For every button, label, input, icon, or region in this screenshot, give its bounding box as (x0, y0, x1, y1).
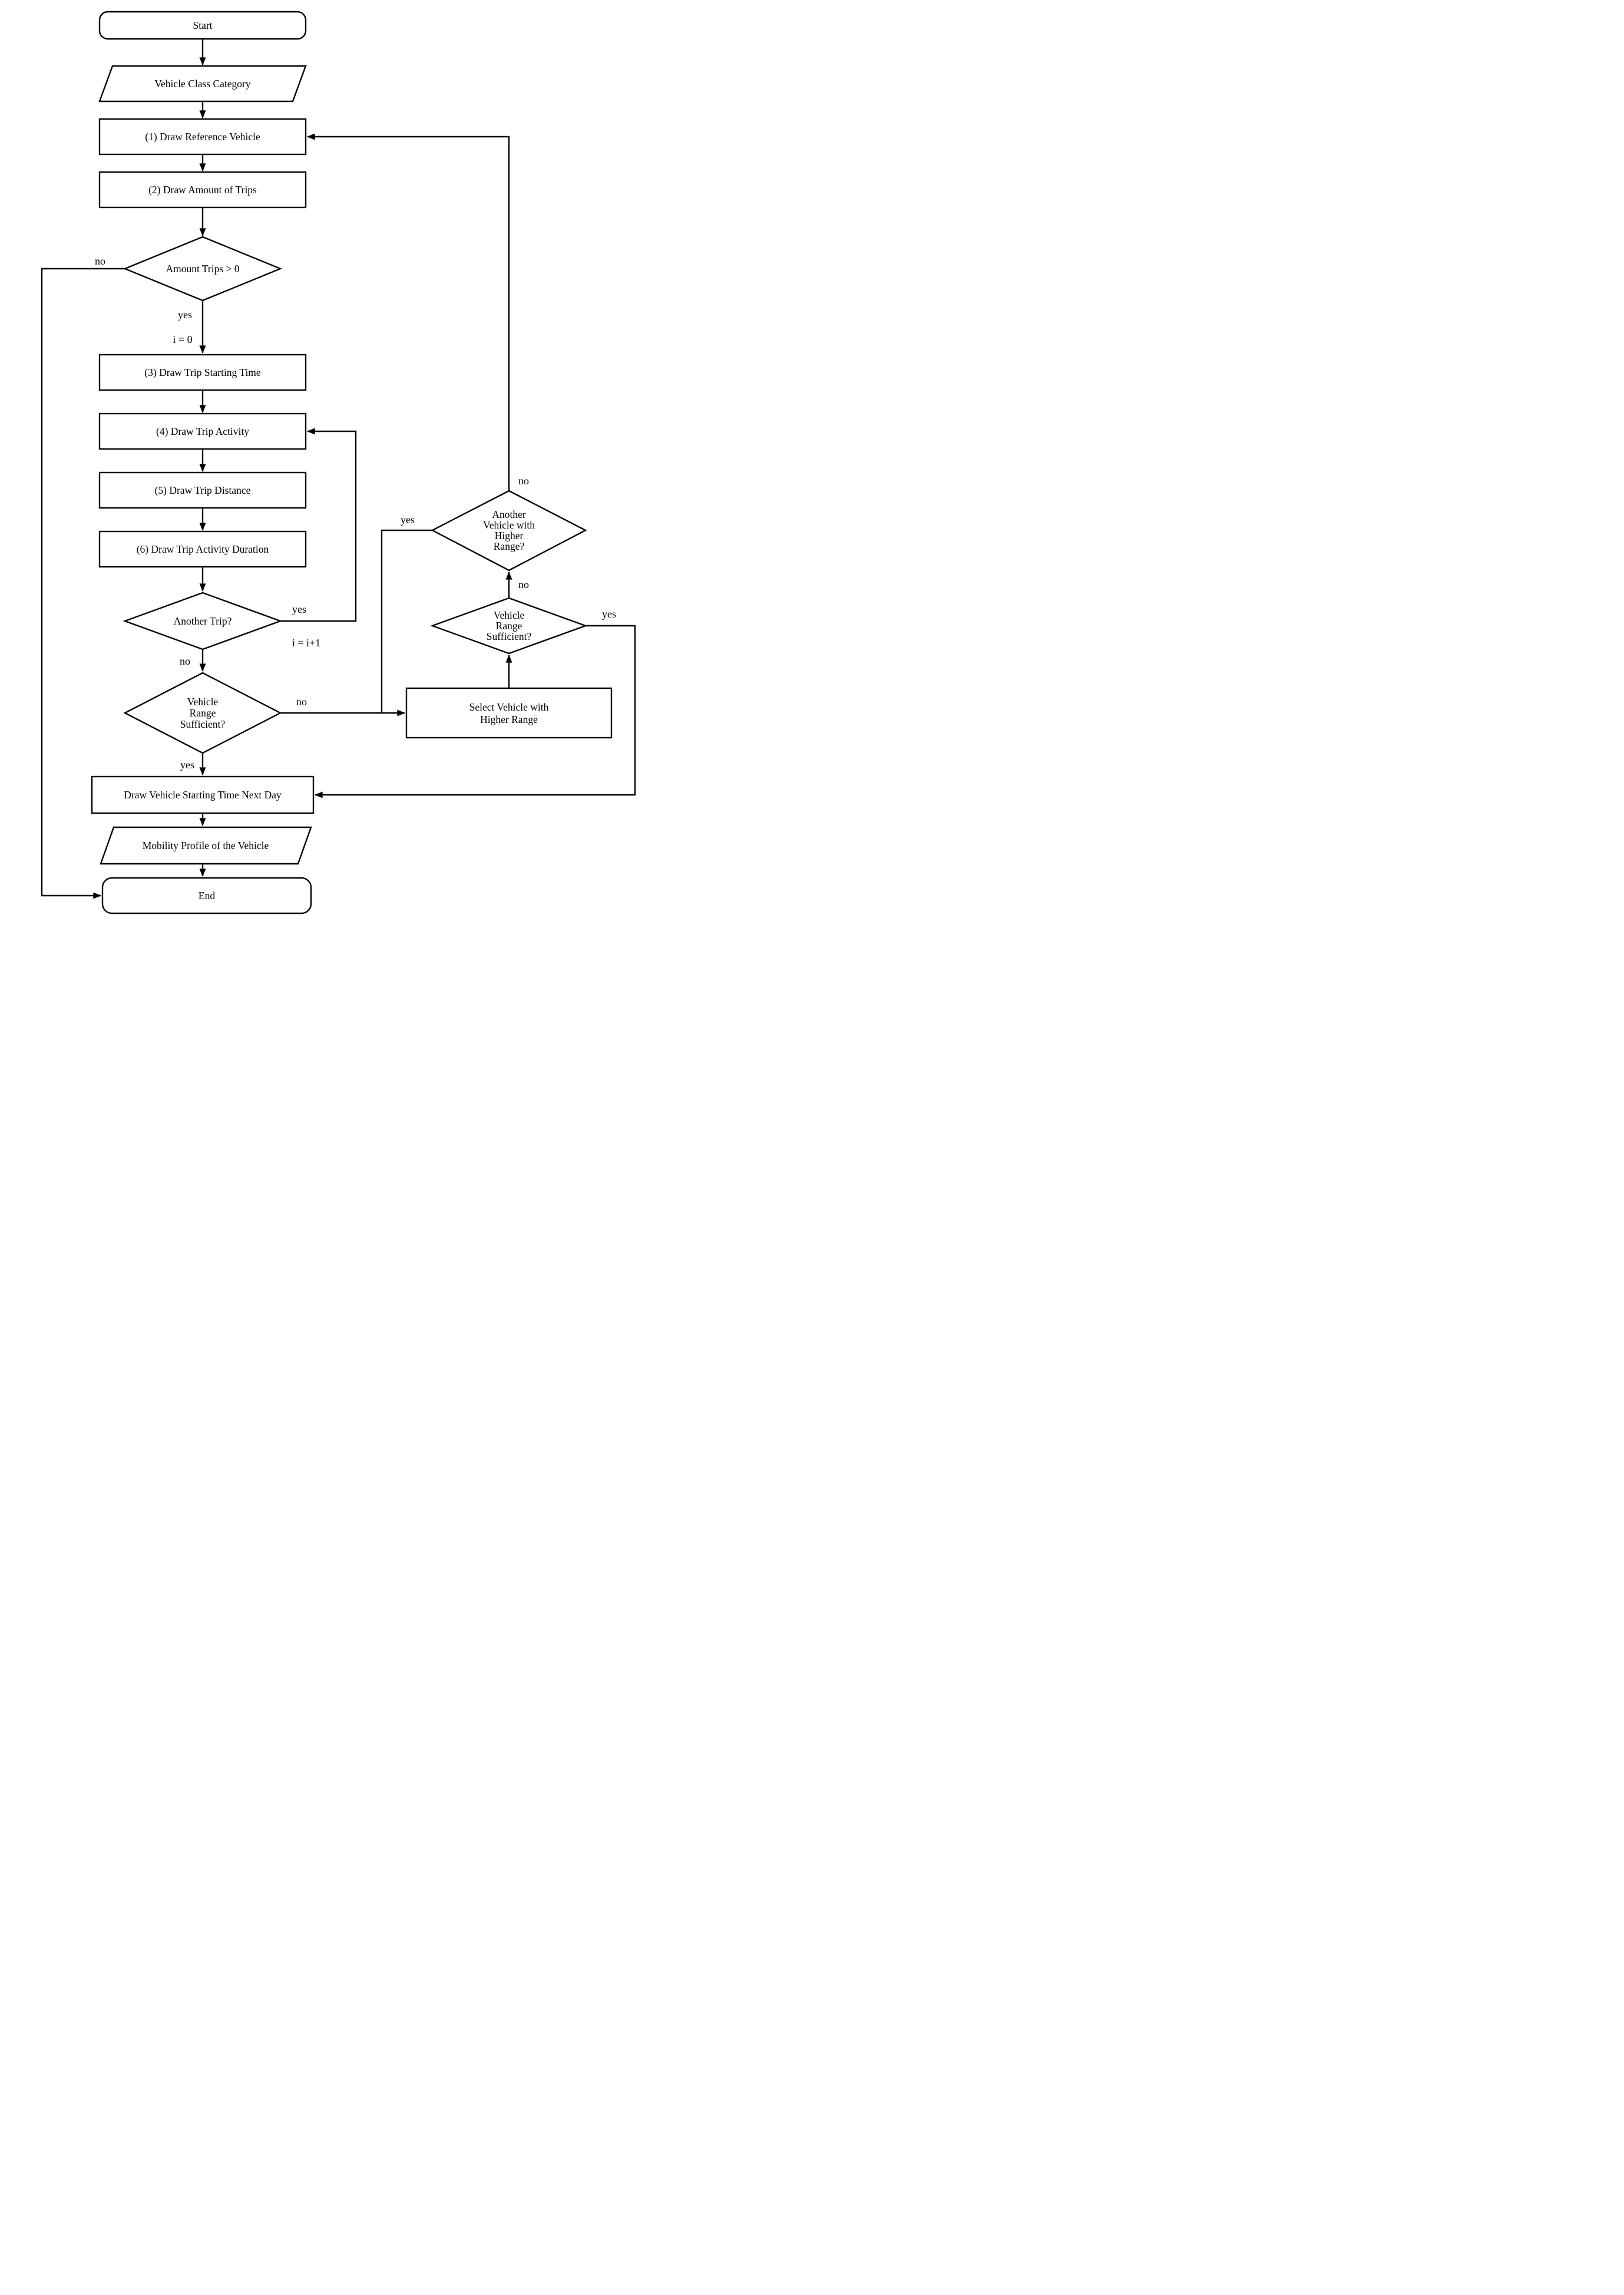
draw-trip-activity-label: (4) Draw Trip Activity (156, 425, 249, 437)
another-vehicle-no-label: no (518, 475, 529, 487)
vehicle-range-sufficient-right-line3: Sufficient? (487, 630, 532, 642)
draw-reference-vehicle-label: (1) Draw Reference Vehicle (145, 131, 260, 143)
select-vehicle-with-higher-range-line2: Higher Range (480, 714, 538, 725)
another-vehicle-with-higher-range-decision-node (431, 490, 587, 572)
range-left-no-label: no (296, 696, 307, 708)
range-left-yes-label: yes (180, 759, 194, 771)
mobility-profile-label: Mobility Profile of the Vehicle (143, 840, 269, 851)
vehicle-range-sufficient-left-line3: Sufficient? (180, 718, 226, 730)
vehicle-range-sufficient-right-decision-node (430, 597, 588, 655)
vehicle-range-sufficient-left-line1: Vehicle (187, 696, 219, 708)
edge-amount-trips-no-to-end (41, 268, 125, 899)
another-vehicle-line2: Vehicle with (483, 519, 535, 531)
edge-vehicle-range-right-yes-to-draw-starting-time-next-day (314, 625, 636, 798)
draw-vehicle-starting-time-next-day-label: Draw Vehicle Starting Time Next Day (124, 789, 282, 801)
range-right-no-label: no (518, 579, 529, 590)
vehicle-class-category-label: Vehicle Class Category (154, 78, 251, 90)
another-vehicle-line1: Another (492, 508, 526, 520)
start-node (98, 11, 307, 40)
edge-another-vehicle-no-to-draw-reference-vehicle (306, 133, 510, 491)
draw-trip-activity-node (98, 412, 307, 450)
init-counter-label: i = 0 (173, 333, 192, 345)
draw-vehicle-starting-time-next-day-node (91, 775, 315, 814)
amount-trips-decision-node (123, 236, 283, 302)
draw-trip-distance-label: (5) Draw Trip Distance (155, 484, 251, 496)
edge-another-trip-yes-to-draw-trip-activity (280, 428, 357, 622)
vehicle-range-sufficient-left-decision-node (123, 672, 282, 754)
end-label: End (199, 890, 215, 902)
another-vehicle-line4: Range? (494, 540, 525, 552)
edge-another-vehicle-yes-merge-to-select-vehicle (381, 529, 432, 712)
another-vehicle-line3: Higher (495, 530, 524, 541)
vehicle-range-sufficient-right-line2: Range (496, 620, 522, 632)
another-trip-no-label: no (180, 655, 190, 667)
amount-trips-decision-label: Amount Trips > 0 (166, 263, 239, 275)
flowchart-svg: Start Vehicle Class Category (1) Draw Re… (41, 11, 636, 914)
another-trip-yes-label: yes (292, 603, 306, 615)
vehicle-range-sufficient-left-line2: Range (190, 707, 216, 719)
range-right-yes-label: yes (602, 608, 616, 620)
amount-trips-yes-label: yes (178, 309, 192, 321)
draw-trip-activity-duration-node (98, 530, 307, 568)
increment-counter-label: i = i+1 (292, 637, 320, 649)
end-node (101, 877, 312, 914)
draw-trip-starting-time-label: (3) Draw Trip Starting Time (144, 366, 261, 378)
another-trip-decision-node (123, 592, 283, 650)
vehicle-range-sufficient-right-line1: Vehicle (494, 609, 525, 621)
start-label: Start (193, 19, 212, 31)
another-vehicle-yes-label: yes (401, 514, 415, 526)
vehicle-class-category-node (98, 65, 307, 103)
draw-reference-vehicle-node (98, 118, 307, 156)
draw-trip-distance-node (98, 471, 307, 509)
draw-amount-of-trips-label: (2) Draw Amount of Trips (148, 184, 257, 196)
draw-trip-activity-duration-label: (6) Draw Trip Activity Duration (137, 543, 269, 555)
another-trip-decision-label: Another Trip? (174, 615, 232, 627)
draw-trip-starting-time-node (98, 354, 307, 391)
flowchart-canvas: Start Vehicle Class Category (1) Draw Re… (0, 0, 650, 918)
draw-amount-of-trips-node (98, 171, 307, 209)
select-vehicle-with-higher-range-line1: Select Vehicle with (469, 701, 549, 713)
select-vehicle-with-higher-range-node (405, 687, 613, 739)
amount-trips-no-label: no (95, 255, 105, 267)
mobility-profile-node (100, 826, 312, 865)
